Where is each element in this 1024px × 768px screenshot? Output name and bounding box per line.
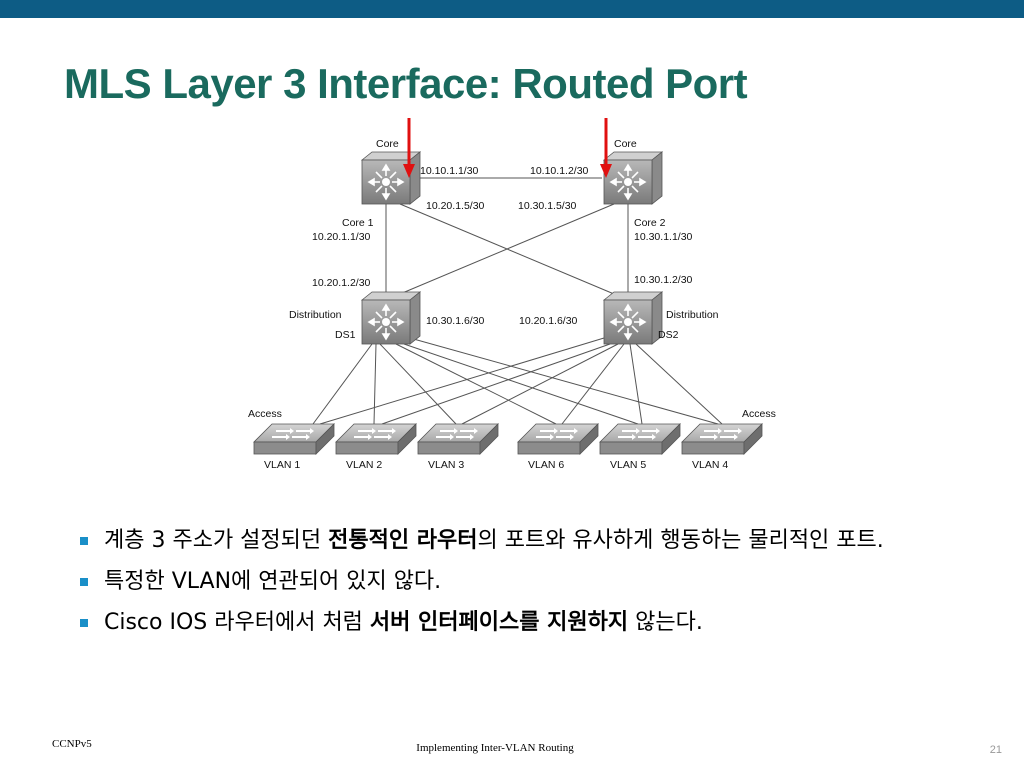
bullet-text: 의 포트와 유사하게 행동하는 물리적인 포트. (477, 528, 884, 553)
access-switch-icon (517, 423, 599, 455)
core-right-label: Core (614, 138, 637, 150)
ds1-name: DS1 (335, 329, 356, 341)
access-switch-icon (253, 423, 335, 455)
access-switch-icon (335, 423, 417, 455)
ds1-switch-icon (360, 291, 422, 345)
access-switch-icon (681, 423, 763, 455)
link-ds1-access1 (312, 343, 373, 425)
core1-core2-ip-left: 10.10.1.1/30 (420, 165, 479, 177)
vlan-label: VLAN 4 (692, 459, 728, 471)
bullet-list: 계층 3 주소가 설정되던 전통적인 라우터의 포트와 유사하게 행동하는 물리… (78, 526, 988, 649)
vlan-label: VLAN 5 (610, 459, 646, 471)
core1-core2-ip-right: 10.10.1.2/30 (530, 165, 589, 177)
link-ds2-access1 (319, 337, 605, 425)
slide-title: MLS Layer 3 Interface: Routed Port (64, 60, 748, 107)
bullet-text-bold: 전통적인 라우터 (328, 528, 478, 553)
link-ds1-access3 (379, 343, 457, 425)
bullet-item: Cisco IOS 라우터에서 처럼 서버 인터페이스를 지원하지 않는다. (78, 608, 988, 638)
link-ds1-access5 (403, 343, 639, 425)
ds2-core1-ip: 10.20.1.6/30 (519, 315, 578, 327)
vlan-label: VLAN 2 (346, 459, 382, 471)
link-ds1-access6 (395, 343, 557, 425)
access-left-label: Access (248, 408, 282, 420)
link-ds1-access2 (373, 343, 377, 425)
core-left-label: Core (376, 138, 399, 150)
footer-course: CCNPv5 (52, 738, 92, 750)
vlan-label: VLAN 3 (428, 459, 464, 471)
top-bar (0, 0, 1024, 18)
bullet-square-icon (80, 537, 88, 545)
distribution-left-label: Distribution (289, 309, 342, 321)
core1-name: Core 1 (342, 217, 374, 229)
link-ds2-access5 (629, 343, 643, 425)
ds1-uplink-ip: 10.20.1.2/30 (312, 277, 371, 289)
ds2-switch-icon (602, 291, 664, 345)
bullet-item: 계층 3 주소가 설정되던 전통적인 라우터의 포트와 유사하게 행동하는 물리… (78, 526, 988, 556)
bullet-text: 특정한 VLAN에 연관되어 있지 않다. (104, 569, 442, 594)
link-ds2-access3 (461, 343, 619, 425)
vlan-label: VLAN 1 (264, 459, 300, 471)
bullet-text-bold: 서버 인터페이스를 지원하지 (369, 610, 629, 635)
bullet-item: 특정한 VLAN에 연관되어 있지 않다. (78, 567, 988, 597)
core1-switch-icon (360, 151, 422, 205)
bullet-text: 않는다. (628, 610, 703, 635)
access-switch-icon (417, 423, 499, 455)
bullet-text: 계층 3 주소가 설정되던 (104, 528, 329, 553)
link-ds2-access2 (381, 343, 611, 425)
network-links (312, 177, 723, 425)
access-switch-icon (599, 423, 681, 455)
vlan-labels: VLAN 1 VLAN 2 VLAN 3 VLAN 6 VLAN 5 VLAN 4 (264, 459, 728, 471)
distribution-right-label: Distribution (666, 309, 719, 321)
access-switch-group (253, 423, 763, 455)
routed-port-arrows (403, 118, 612, 178)
bullet-square-icon (80, 578, 88, 586)
bullet-text: Cisco IOS 라우터에서 처럼 (104, 610, 370, 635)
core2-name: Core 2 (634, 217, 666, 229)
footer-topic: Implementing Inter-VLAN Routing (416, 742, 574, 754)
core2-ds1-ip: 10.30.1.5/30 (518, 200, 577, 212)
core1-ds2-ip: 10.20.1.5/30 (426, 200, 485, 212)
link-ds2-access4 (635, 343, 723, 425)
link-ds2-access6 (561, 343, 625, 425)
core2-switch-icon (602, 151, 664, 205)
link-core2-ds1 (399, 203, 615, 295)
bullet-square-icon (80, 619, 88, 627)
core2-ds2-ip: 10.30.1.1/30 (634, 231, 693, 243)
ds2-name: DS2 (658, 329, 679, 341)
vlan-label: VLAN 6 (528, 459, 564, 471)
link-ds1-access4 (409, 337, 719, 425)
page-number: 21 (989, 744, 1002, 756)
access-right-label: Access (742, 408, 776, 420)
arrow-left-head (403, 164, 415, 178)
core1-ds1-ip: 10.20.1.1/30 (312, 231, 371, 243)
arrow-right-head (600, 164, 612, 178)
ds2-uplink-ip: 10.30.1.2/30 (634, 274, 693, 286)
ds1-core2-ip: 10.30.1.6/30 (426, 315, 485, 327)
